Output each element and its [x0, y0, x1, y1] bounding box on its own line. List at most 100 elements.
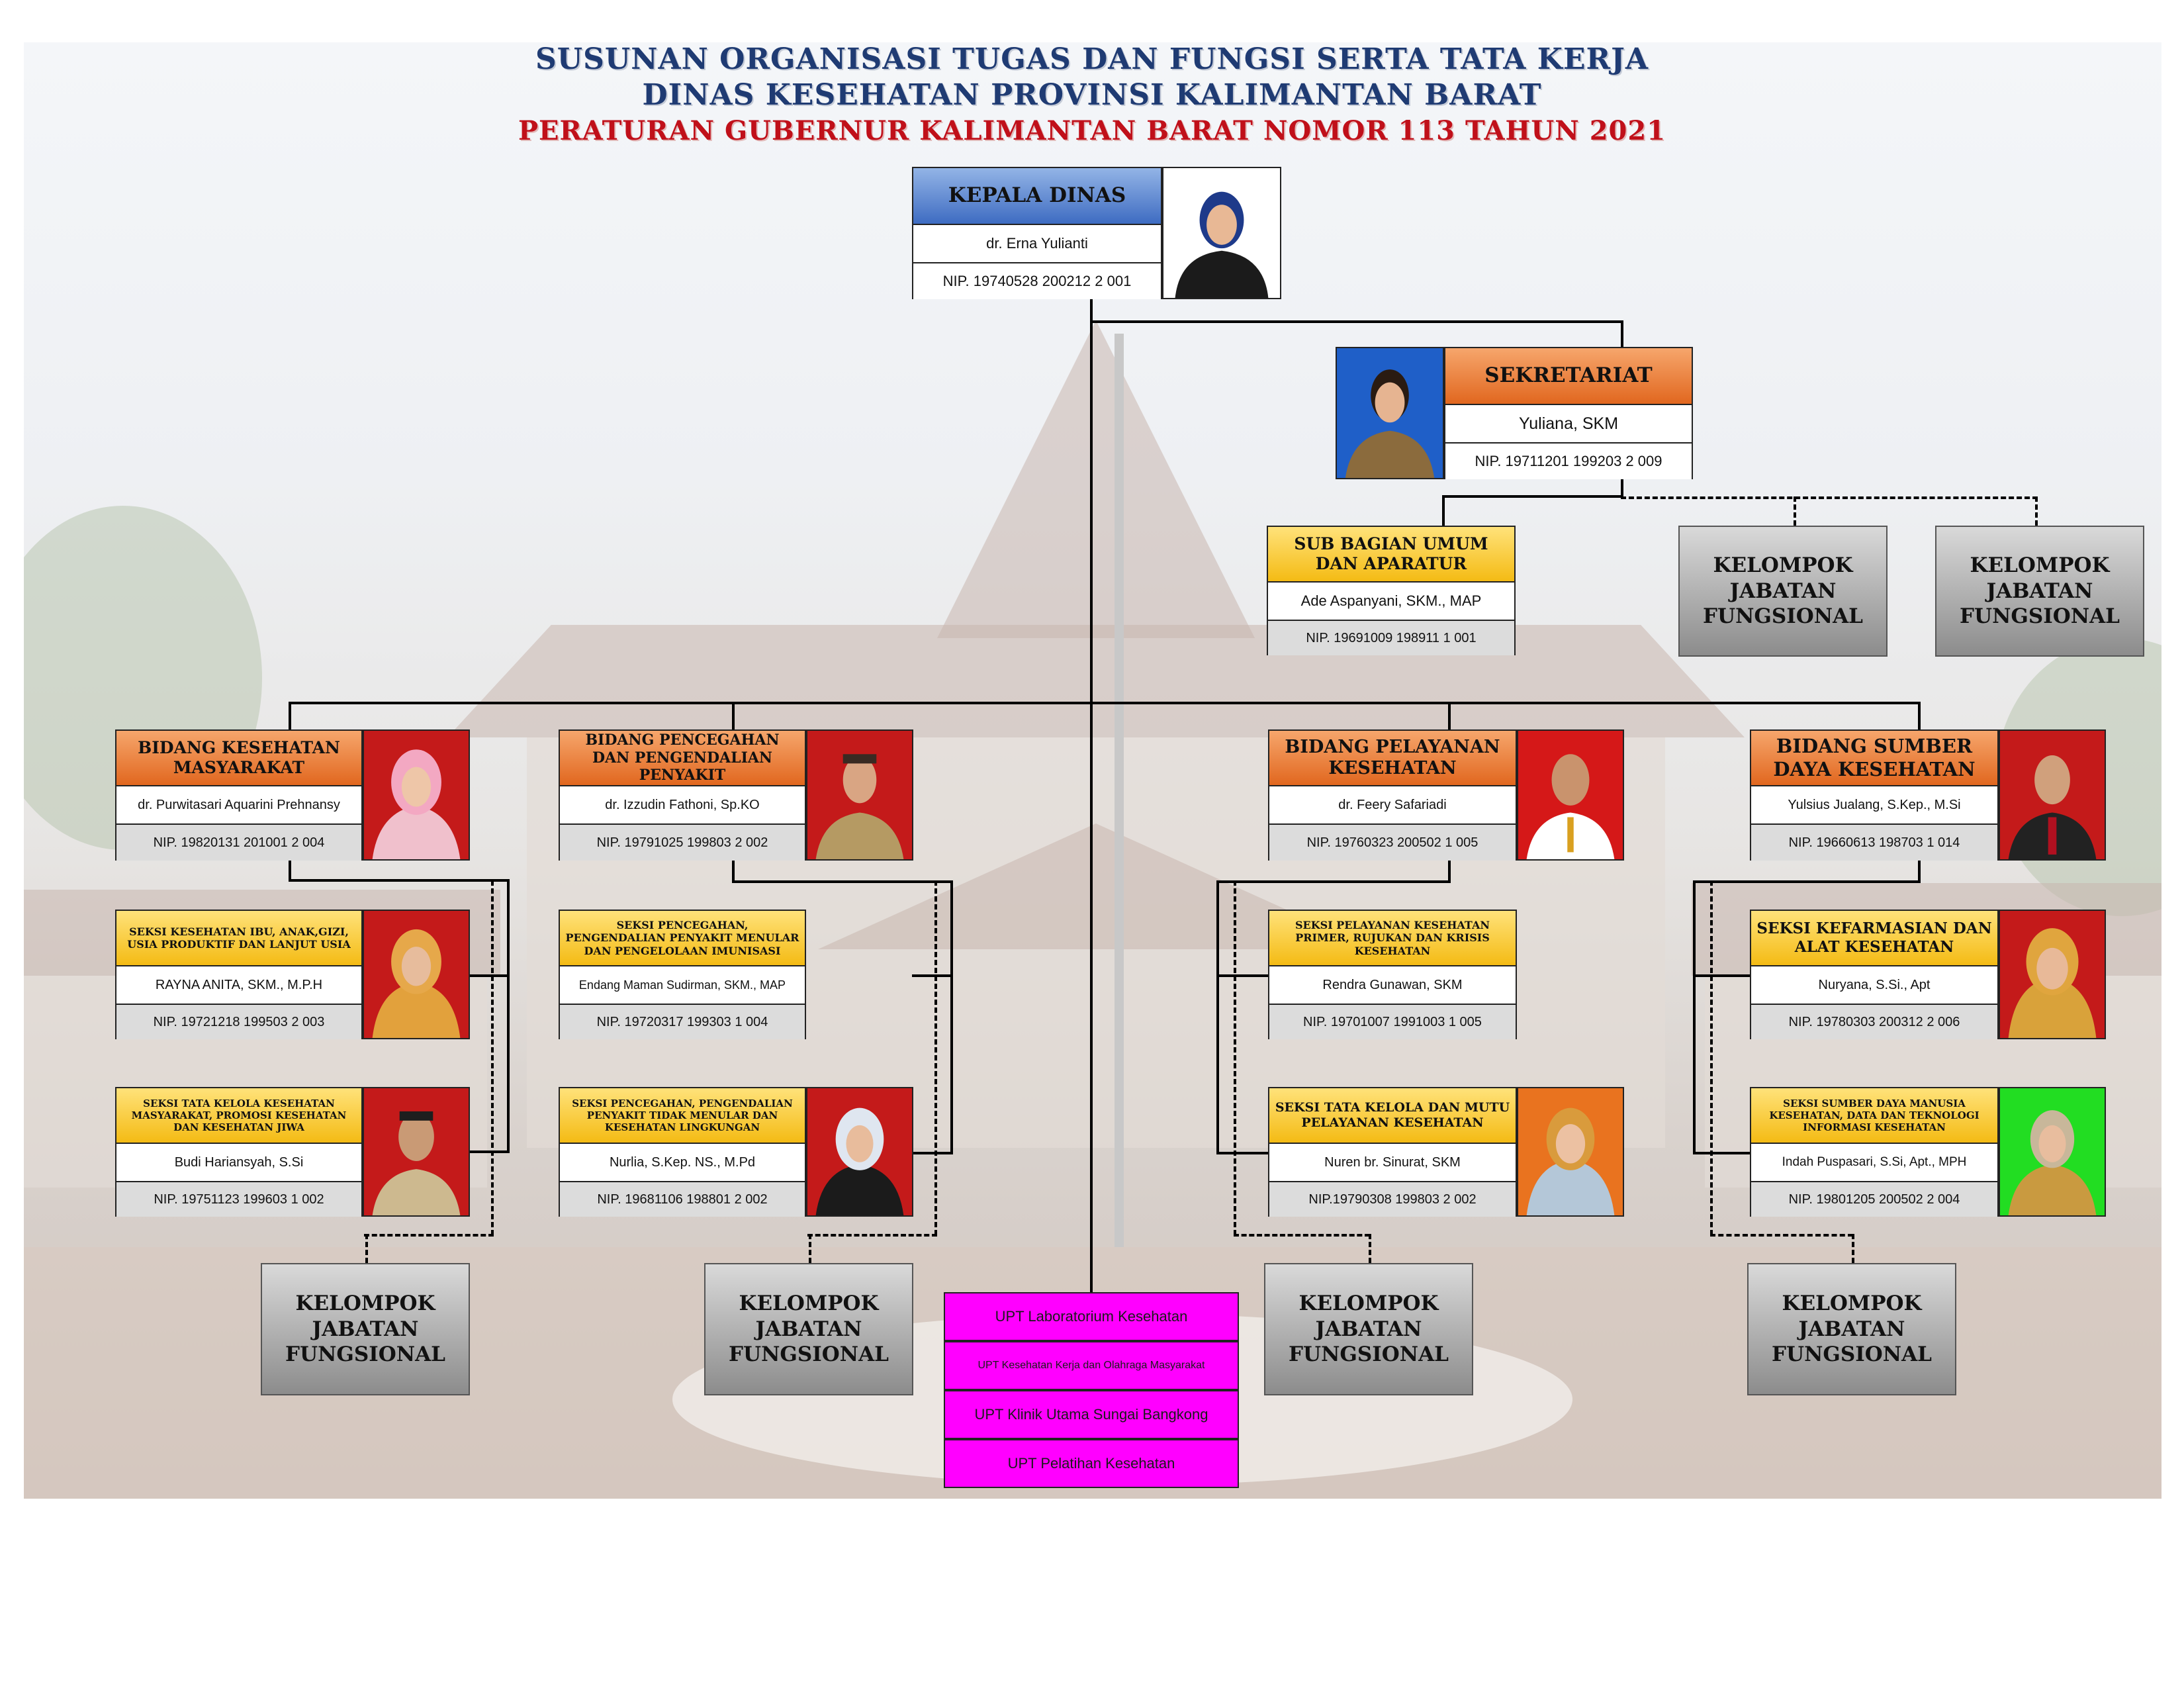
bidang-photo — [806, 729, 913, 861]
seksi-title: SEKSI KEFARMASIAN DAN ALAT KESEHATAN — [1751, 911, 1997, 966]
seksi-title: SEKSI PENCEGAHAN, PENGENDALIAN PENYAKIT … — [560, 911, 805, 966]
sekretariat-photo — [1336, 347, 1444, 479]
bidang-photo — [363, 729, 470, 861]
bidang-title: BIDANG PELAYANAN KESEHATAN — [1269, 731, 1516, 786]
seksi-box: SEKSI PENCEGAHAN, PENGENDALIAN PENYAKIT … — [559, 1087, 806, 1217]
kepala-dinas-photo — [1162, 167, 1281, 299]
sekretariat-box: SEKRETARIAT Yuliana, SKM NIP. 19711201 1… — [1444, 347, 1693, 479]
seksi-nip: NIP. 19780303 200312 2 006 — [1751, 1005, 1997, 1039]
seksi-title: SEKSI PELAYANAN KESEHATAN PRIMER, RUJUKA… — [1269, 911, 1516, 966]
seksi-photo — [363, 910, 470, 1039]
bidang-title: BIDANG KESEHATAN MASYARAKAT — [116, 731, 361, 786]
portrait-icon — [1337, 348, 1443, 478]
bidang-nip: NIP. 19791025 199803 2 002 — [560, 825, 805, 861]
connector-main — [1090, 299, 1093, 1292]
bidang-name: dr. Purwitasari Aquarini Prehnansy — [116, 786, 361, 825]
seksi-name: Budi Hariansyah, S.Si — [116, 1144, 361, 1182]
portrait-icon — [1518, 731, 1623, 859]
bidang-box: BIDANG SUMBER DAYA KESEHATAN Yulsius Jua… — [1750, 729, 1999, 861]
bidang-box: BIDANG PENCEGAHAN DAN PENGENDALIAN PENYA… — [559, 729, 806, 861]
kepala-dinas-title: KEPALA DINAS — [913, 168, 1161, 225]
portrait-icon — [807, 731, 912, 859]
seksi-box: SEKSI TATA KELOLA KESEHATAN MASYARAKAT, … — [115, 1087, 363, 1217]
seksi-title: SEKSI KESEHATAN IBU, ANAK,GIZI, USIA PRO… — [116, 911, 361, 966]
kjf-box: KELOMPOK JABATAN FUNGSIONAL — [704, 1263, 913, 1395]
kjf-box: KELOMPOK JABATAN FUNGSIONAL — [1264, 1263, 1473, 1395]
bidang-title: BIDANG PENCEGAHAN DAN PENGENDALIAN PENYA… — [560, 731, 805, 786]
seksi-photo — [1999, 910, 2106, 1039]
upt-item: UPT Klinik Utama Sungai Bangkong — [944, 1390, 1239, 1439]
seksi-title: SEKSI PENCEGAHAN, PENGENDALIAN PENYAKIT … — [560, 1088, 805, 1144]
connector-bidang — [289, 702, 1921, 704]
seksi-photo — [363, 1087, 470, 1217]
kjf-box: KELOMPOK JABATAN FUNGSIONAL — [1935, 526, 2144, 657]
sekretariat-nip: NIP. 19711201 199203 2 009 — [1445, 444, 1692, 479]
seksi-box: SEKSI KESEHATAN IBU, ANAK,GIZI, USIA PRO… — [115, 910, 363, 1039]
upt-item: UPT Pelatihan Kesehatan — [944, 1439, 1239, 1488]
kepala-dinas-box: KEPALA DINAS dr. Erna Yulianti NIP. 1974… — [912, 167, 1162, 299]
portrait-icon — [364, 1088, 469, 1215]
seksi-photo — [1517, 1087, 1624, 1217]
seksi-nip: NIP. 19701007 1991003 1 005 — [1269, 1005, 1516, 1039]
seksi-title: SEKSI SUMBER DAYA MANUSIA KESEHATAN, DAT… — [1751, 1088, 1997, 1144]
seksi-title: SEKSI TATA KELOLA KESEHATAN MASYARAKAT, … — [116, 1088, 361, 1144]
subbag-nip: NIP. 19691009 198911 1 001 — [1268, 621, 1514, 655]
bidang-name: dr. Feery Safariadi — [1269, 786, 1516, 825]
portrait-icon — [2000, 1088, 2105, 1215]
kepala-dinas-nip: NIP. 19740528 200212 2 001 — [913, 263, 1161, 299]
bidang-box: BIDANG KESEHATAN MASYARAKAT dr. Purwitas… — [115, 729, 363, 861]
connector-sekretariat — [1090, 320, 1623, 323]
bidang-name: dr. Izzudin Fathoni, Sp.KO — [560, 786, 805, 825]
upt-item: UPT Laboratorium Kesehatan — [944, 1292, 1239, 1341]
bidang-photo — [1517, 729, 1624, 861]
bidang-name: Yulsius Jualang, S.Kep., M.Si — [1751, 786, 1997, 825]
seksi-name: Nurlia, S.Kep. NS., M.Pd — [560, 1144, 805, 1182]
seksi-name: Rendra Gunawan, SKM — [1269, 966, 1516, 1005]
portrait-icon — [807, 1088, 912, 1215]
seksi-box: SEKSI TATA KELOLA DAN MUTU PELAYANAN KES… — [1268, 1087, 1517, 1217]
seksi-nip: NIP. 19720317 199303 1 004 — [560, 1005, 805, 1039]
seksi-box: SEKSI KEFARMASIAN DAN ALAT KESEHATAN Nur… — [1750, 910, 1999, 1039]
subbag-name: Ade Aspanyani, SKM., MAP — [1268, 583, 1514, 621]
kjf-box: KELOMPOK JABATAN FUNGSIONAL — [1678, 526, 1888, 657]
portrait-icon — [2000, 911, 2105, 1038]
seksi-nip: NIP. 19721218 199503 2 003 — [116, 1005, 361, 1039]
seksi-box: SEKSI PELAYANAN KESEHATAN PRIMER, RUJUKA… — [1268, 910, 1517, 1039]
sekretariat-name: Yuliana, SKM — [1445, 405, 1692, 444]
seksi-name: RAYNA ANITA, SKM., M.P.H — [116, 966, 361, 1005]
bidang-photo — [1999, 729, 2106, 861]
bidang-nip: NIP. 19760323 200502 1 005 — [1269, 825, 1516, 861]
seksi-photo — [806, 1087, 913, 1217]
seksi-box: SEKSI SUMBER DAYA MANUSIA KESEHATAN, DAT… — [1750, 1087, 1999, 1217]
seksi-photo — [1999, 1087, 2106, 1217]
bidang-nip: NIP. 19820131 201001 2 004 — [116, 825, 361, 861]
seksi-name: Nuryana, S.Si., Apt — [1751, 966, 1997, 1005]
seksi-name: Nuren br. Sinurat, SKM — [1269, 1144, 1516, 1182]
bidang-nip: NIP. 19660613 198703 1 014 — [1751, 825, 1997, 861]
subbag-box: SUB BAGIAN UMUM DAN APARATUR Ade Aspanya… — [1267, 526, 1516, 655]
dashed-connector — [1621, 496, 2038, 499]
portrait-icon — [2000, 731, 2105, 859]
seksi-nip: NIP.19790308 199803 2 002 — [1269, 1182, 1516, 1217]
seksi-box: SEKSI PENCEGAHAN, PENGENDALIAN PENYAKIT … — [559, 910, 806, 1039]
portrait-icon — [1163, 168, 1280, 298]
regulation-title: PERATURAN GUBERNUR KALIMANTAN BARAT NOMO… — [518, 115, 1666, 146]
seksi-nip: NIP. 19801205 200502 2 004 — [1751, 1182, 1997, 1217]
seksi-nip: NIP. 19681106 198801 2 002 — [560, 1182, 805, 1217]
bidang-box: BIDANG PELAYANAN KESEHATAN dr. Feery Saf… — [1268, 729, 1517, 861]
seksi-nip: NIP. 19751123 199603 1 002 — [116, 1182, 361, 1217]
seksi-title: SEKSI TATA KELOLA DAN MUTU PELAYANAN KES… — [1269, 1088, 1516, 1144]
seksi-name: Indah Puspasari, S.Si, Apt., MPH — [1751, 1144, 1997, 1182]
chart-subtitle: DINAS KESEHATAN PROVINSI KALIMANTAN BARA… — [642, 78, 1542, 112]
kjf-box: KELOMPOK JABATAN FUNGSIONAL — [261, 1263, 470, 1395]
kjf-box: KELOMPOK JABATAN FUNGSIONAL — [1747, 1263, 1956, 1395]
chart-title: SUSUNAN ORGANISASI TUGAS DAN FUNGSI SERT… — [535, 42, 1649, 76]
kepala-dinas-name: dr. Erna Yulianti — [913, 225, 1161, 263]
subbag-title: SUB BAGIAN UMUM DAN APARATUR — [1268, 527, 1514, 583]
upt-item: UPT Kesehatan Kerja dan Olahraga Masyara… — [944, 1341, 1239, 1390]
portrait-icon — [364, 911, 469, 1038]
portrait-icon — [364, 731, 469, 859]
portrait-icon — [1518, 1088, 1623, 1215]
bidang-title: BIDANG SUMBER DAYA KESEHATAN — [1751, 731, 1997, 786]
